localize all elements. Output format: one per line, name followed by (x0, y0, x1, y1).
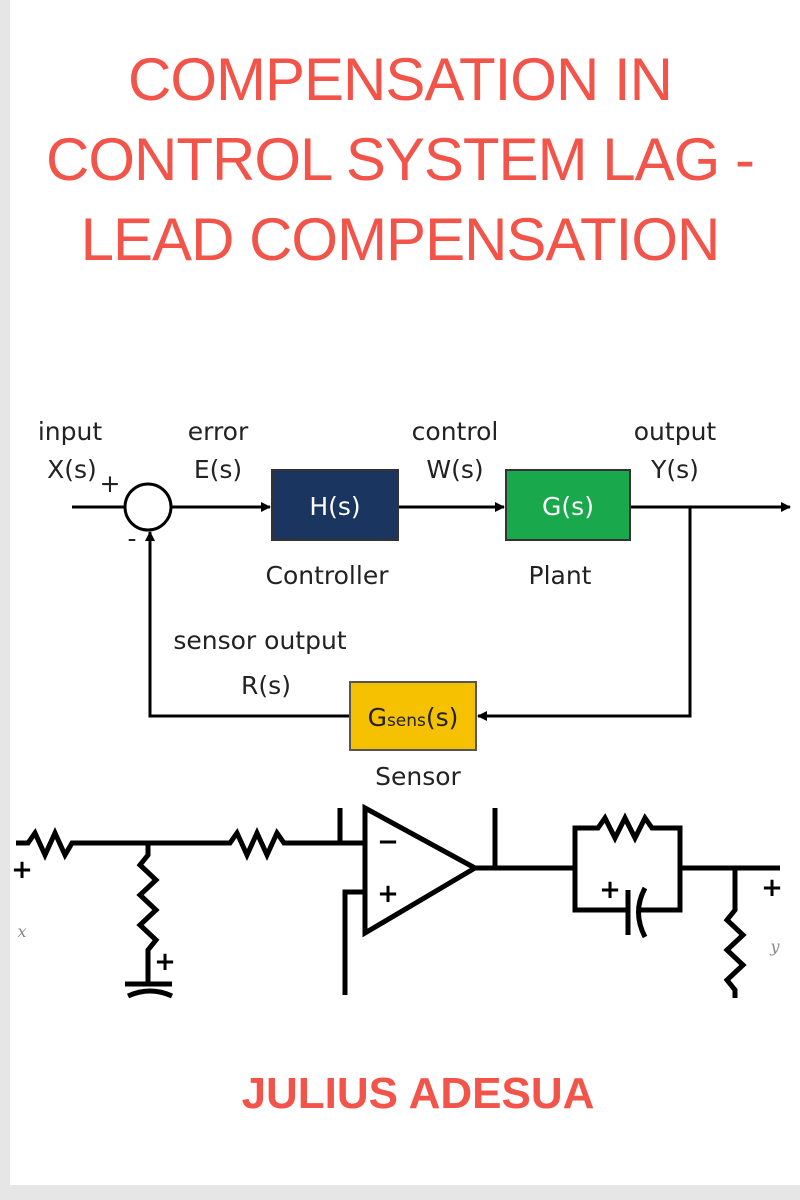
input-signal: X(s) (47, 455, 97, 484)
op-amp (362, 803, 481, 938)
plant-block (505, 469, 631, 541)
control-signal: W(s) (426, 455, 483, 484)
error-signal: E(s) (194, 455, 242, 484)
resistor-input (16, 826, 160, 862)
sensor-output-wire (145, 531, 350, 718)
load-resistor (723, 868, 747, 998)
sensor-block-label: Gsens(s) (368, 703, 459, 732)
plant-caption: Plant (529, 561, 592, 590)
capacitor-plate-curved (126, 988, 174, 999)
output-variable: y (769, 937, 780, 956)
lead-cap-wire-right (640, 868, 683, 913)
title-line-1: COMPENSATION IN (128, 46, 673, 113)
lead-resistor (572, 812, 683, 868)
author-text: JULIUS ADESUA (241, 1069, 595, 1118)
resistor-shunt (136, 843, 160, 982)
sensor-output-label: sensor output (173, 626, 346, 655)
sensor-block (349, 681, 477, 751)
title-line-2: CONTROL SYSTEM LAG - (46, 126, 755, 193)
noninverting-lead (342, 889, 365, 995)
opamp-plus: + (377, 879, 399, 909)
resistor-feed (148, 826, 365, 862)
input-variable: x (17, 922, 26, 941)
controller-block-label: H(s) (309, 492, 360, 521)
output-label: output (634, 417, 717, 446)
cap-plus: + (154, 947, 176, 977)
lead-capacitor-curved-plate (636, 886, 648, 939)
opamp-minus: − (377, 827, 399, 857)
output-signal: Y(s) (650, 455, 699, 484)
output-plus: + (761, 873, 783, 903)
author-name: JULIUS ADESUA (0, 1066, 800, 1122)
book-title: COMPENSATION IN CONTROL SYSTEM LAG - LEA… (0, 40, 800, 280)
input-label: input (38, 417, 103, 446)
error-label: error (188, 417, 249, 446)
plus-sign: + (100, 469, 121, 498)
cover-page (10, 0, 800, 1185)
controller-caption: Controller (266, 561, 390, 590)
lead-cap-plus: + (599, 875, 621, 905)
feedback-wire (477, 507, 692, 721)
controller-block (271, 469, 399, 541)
input-plus: + (11, 855, 33, 885)
title-line-3: LEAD COMPENSATION (80, 206, 721, 273)
plant-block-label: G(s) (542, 492, 594, 521)
minus-sign: - (127, 524, 136, 553)
sensor-output-signal: R(s) (241, 671, 291, 700)
lead-cap-wire-left (572, 868, 628, 913)
control-label: control (412, 417, 499, 446)
sensor-caption: Sensor (375, 762, 461, 791)
